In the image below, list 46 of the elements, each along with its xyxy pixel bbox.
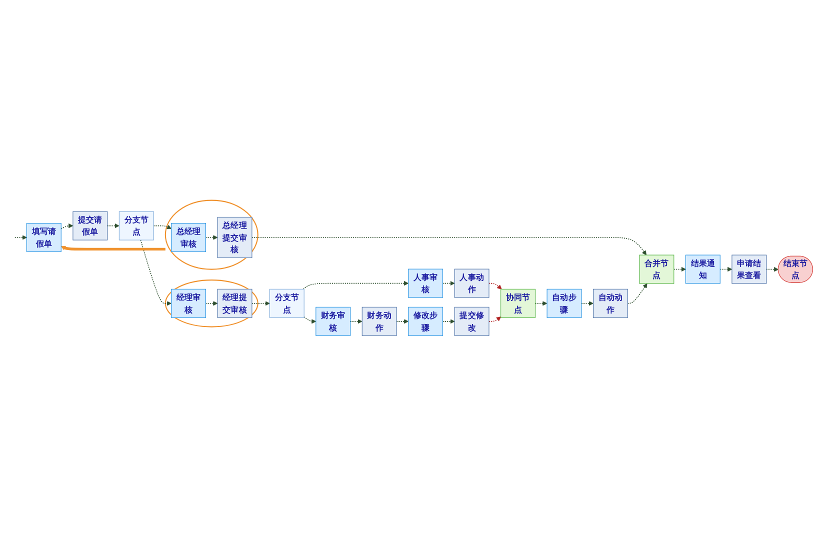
arrow [205,235,218,240]
arrow [60,246,166,251]
cluster [164,279,258,328]
arrow [674,266,686,272]
node-box: 提交请假单 [72,211,108,240]
arrow [302,280,409,290]
node-box: 经理审核 [171,288,206,318]
node-box: 自动步骤 [546,288,582,318]
node-box: 填写请假单 [26,222,62,252]
arrow [488,316,502,322]
node-box: 分支节点 [118,211,154,240]
node-box: 提交修改 [454,306,490,336]
arrow [627,283,648,304]
arrow [252,237,647,256]
node-box: 自动动作 [593,288,628,318]
arrow [442,319,455,324]
arrow [304,316,316,324]
arrow [534,301,548,306]
node-box: 合并节点 [639,254,674,284]
arrow [766,267,779,272]
arrow [14,235,27,240]
node-box: 修改步骤 [408,306,444,336]
arrow [252,301,270,306]
node-box: 财务动作 [362,306,397,336]
node-box: 人事审核 [408,268,444,298]
node-box: 总经理提交审核 [217,216,252,258]
arrow [140,240,172,306]
node-box: 人事动作 [454,268,490,298]
node-box: 财务审核 [316,306,351,336]
arrow [350,319,362,324]
node-box: 协同节点 [500,288,536,318]
arrow [205,301,218,306]
arrow [60,223,74,230]
node-box: 结果通知 [685,254,720,284]
cluster [164,200,258,270]
arrow [488,282,502,290]
arrow [153,224,172,229]
arrow [442,280,455,286]
node-box: 分支节点 [269,288,304,318]
node-box: 申请结果查看 [732,254,767,284]
node-box: 经理提交审核 [217,288,252,318]
arrow [720,266,732,272]
arrow [396,319,409,324]
arrow [581,301,594,306]
node-box: 总经理审核 [171,222,206,252]
arrow [106,223,120,228]
